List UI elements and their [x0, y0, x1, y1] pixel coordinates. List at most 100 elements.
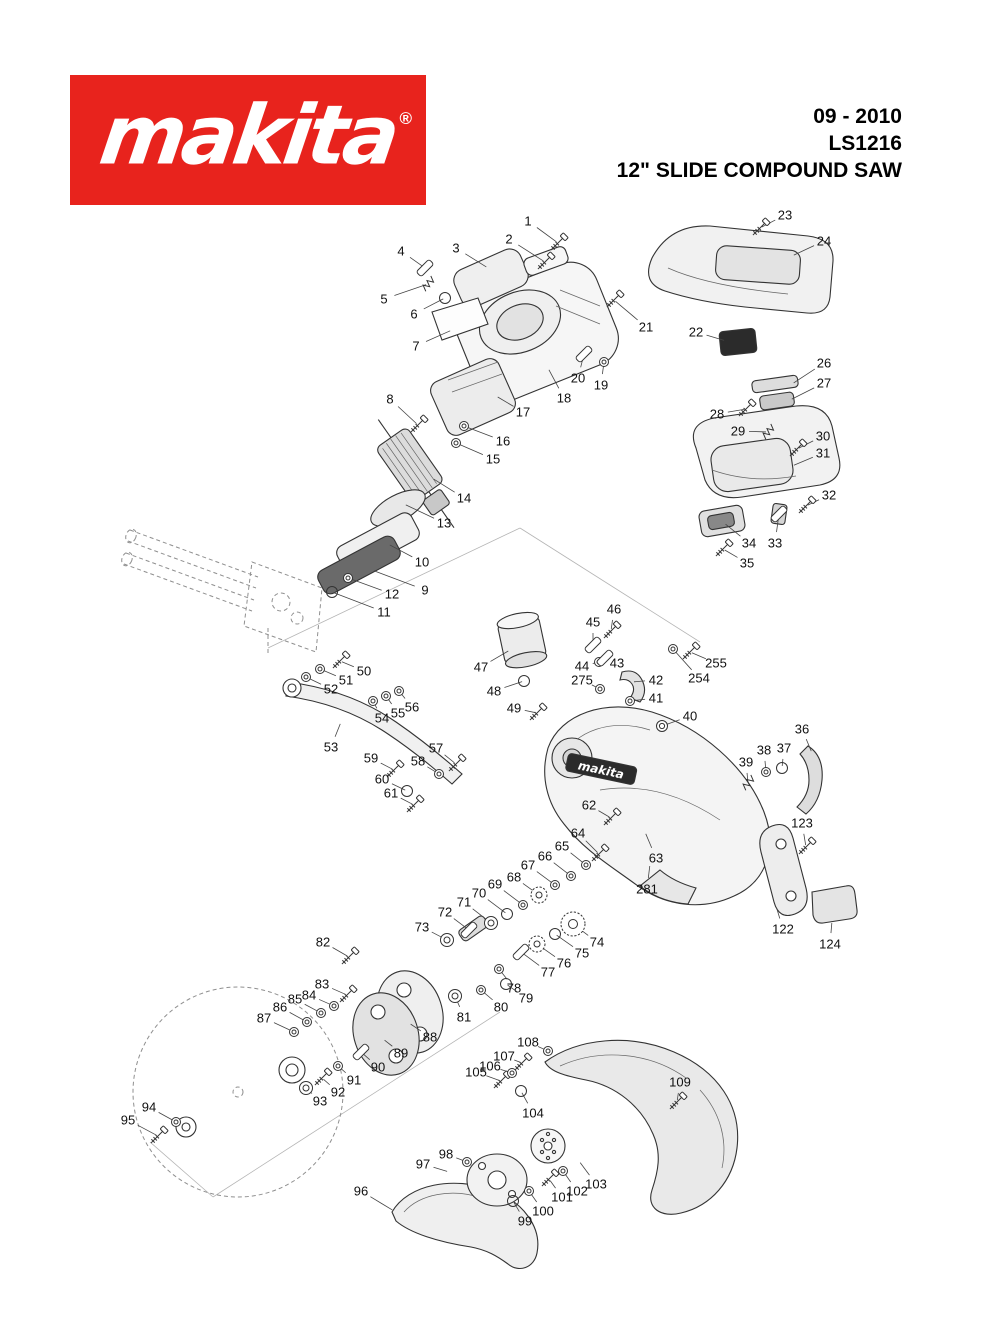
part-number-22: 22: [689, 325, 703, 340]
part-number-98: 98: [439, 1147, 453, 1162]
part-callout-101: 101: [541, 1168, 573, 1205]
makita-logo: makita ®: [70, 75, 426, 205]
part-number-29: 29: [731, 424, 745, 439]
part-callout-2: 2: [505, 232, 556, 270]
part-number-76: 76: [557, 956, 571, 971]
part-glyph-bolt: [606, 289, 625, 308]
part-glyph-bolt: [537, 251, 556, 270]
part-callout-21: 21: [606, 289, 653, 335]
part-number-57: 57: [429, 741, 443, 756]
part-callout-88: 88: [410, 1023, 437, 1045]
link-arm: [282, 678, 463, 785]
part-glyph-ring: [507, 1195, 519, 1207]
blade-housing: makita: [544, 706, 771, 906]
part-glyph-washer: [315, 664, 325, 674]
part-glyph-washer: [566, 871, 576, 881]
part-number-46: 46: [607, 602, 621, 617]
part-glyph-ring: [326, 586, 338, 598]
part-callout-124: 124: [819, 922, 841, 952]
part-glyph-bolt: [798, 495, 817, 514]
part-callout-59: 59: [364, 751, 405, 778]
part-glyph-bolt: [541, 1168, 560, 1187]
part-number-82: 82: [316, 935, 330, 950]
part-callout-93: 93: [299, 1081, 327, 1109]
part-number-87: 87: [257, 1011, 271, 1026]
field-stator: [430, 358, 516, 436]
part-callout-77: 77: [512, 943, 555, 980]
part-number-20: 20: [571, 371, 585, 386]
guard-bracket: [811, 885, 858, 924]
wrench-holster: [698, 504, 746, 538]
part-number-59: 59: [364, 751, 378, 766]
part-callout-4: 4: [397, 244, 434, 277]
part-glyph-bolt: [603, 620, 622, 639]
part-glyph-pin: [584, 636, 602, 654]
part-number-15: 15: [486, 452, 500, 467]
part-callout-3: 3: [452, 241, 487, 268]
part-callout-37: 37: [776, 741, 791, 774]
part-number-38: 38: [757, 743, 771, 758]
part-number-50: 50: [357, 664, 371, 679]
part-glyph-pin: [460, 921, 478, 939]
part-number-32: 32: [822, 488, 836, 503]
part-glyph-washer: [476, 985, 486, 995]
part-callout-18: 18: [548, 369, 571, 406]
part-number-56: 56: [405, 700, 419, 715]
part-glyph-nut: [656, 720, 668, 732]
part-glyph-washer: [550, 880, 560, 890]
part-callout-53: 53: [324, 723, 341, 755]
part-number-45: 45: [586, 615, 600, 630]
part-number-84: 84: [302, 988, 316, 1003]
part-glyph-washer: [599, 357, 609, 367]
part-number-36: 36: [795, 722, 809, 737]
part-glyph-bolt: [738, 398, 757, 417]
part-callout-17: 17: [497, 396, 530, 420]
part-number-41: 41: [649, 691, 663, 706]
part-number-72: 72: [438, 905, 452, 920]
part-callout-32: 32: [798, 488, 836, 514]
part-number-69: 69: [488, 877, 502, 892]
part-glyph-pin: [352, 1043, 370, 1061]
part-callout-24: 24: [793, 234, 831, 256]
part-number-75: 75: [575, 946, 589, 961]
part-glyph-washer: [302, 1017, 312, 1027]
part-callout-31: 31: [793, 446, 830, 466]
part-number-89: 89: [394, 1046, 408, 1061]
part-glyph-bolt: [789, 438, 808, 457]
part-glyph-washer: [543, 1046, 553, 1056]
part-number-70: 70: [472, 886, 486, 901]
part-callout-76: 76: [528, 935, 571, 971]
part-callout-82: 82: [316, 935, 360, 965]
part-callout-109: 109: [669, 1075, 691, 1110]
part-glyph-washer: [507, 1068, 517, 1078]
part-number-48: 48: [487, 684, 501, 699]
part-callout-63: 63: [645, 833, 663, 866]
part-glyph-washer: [581, 860, 591, 870]
part-callout-97: 97: [416, 1157, 448, 1172]
part-callout-102: 102: [558, 1166, 588, 1199]
part-number-79: 79: [519, 991, 533, 1006]
part-glyph-bolt: [332, 650, 351, 669]
part-number-17: 17: [516, 405, 530, 420]
part-glyph-gear: [528, 935, 546, 953]
part-number-19: 19: [594, 378, 608, 393]
part-number-255: 255: [705, 656, 727, 671]
part-number-27: 27: [817, 376, 831, 391]
part-callout-96: 96: [354, 1184, 393, 1211]
part-callout-104: 104: [515, 1085, 544, 1121]
part-callout-19: 19: [594, 357, 609, 393]
part-number-35: 35: [740, 556, 754, 571]
dust-nozzle: [496, 611, 548, 669]
part-glyph-pin: [416, 259, 434, 277]
part-number-16: 16: [496, 434, 510, 449]
part-number-83: 83: [315, 977, 329, 992]
part-number-11: 11: [377, 605, 391, 620]
part-glyph-bolt: [514, 1052, 533, 1071]
handle-lower-housing: [692, 405, 841, 499]
part-callout-83: 83: [315, 977, 358, 1003]
part-callout-65: 65: [555, 839, 591, 870]
part-glyph-bolt: [339, 984, 358, 1003]
armature: [377, 419, 455, 529]
part-callout-95: 95: [121, 1113, 169, 1144]
